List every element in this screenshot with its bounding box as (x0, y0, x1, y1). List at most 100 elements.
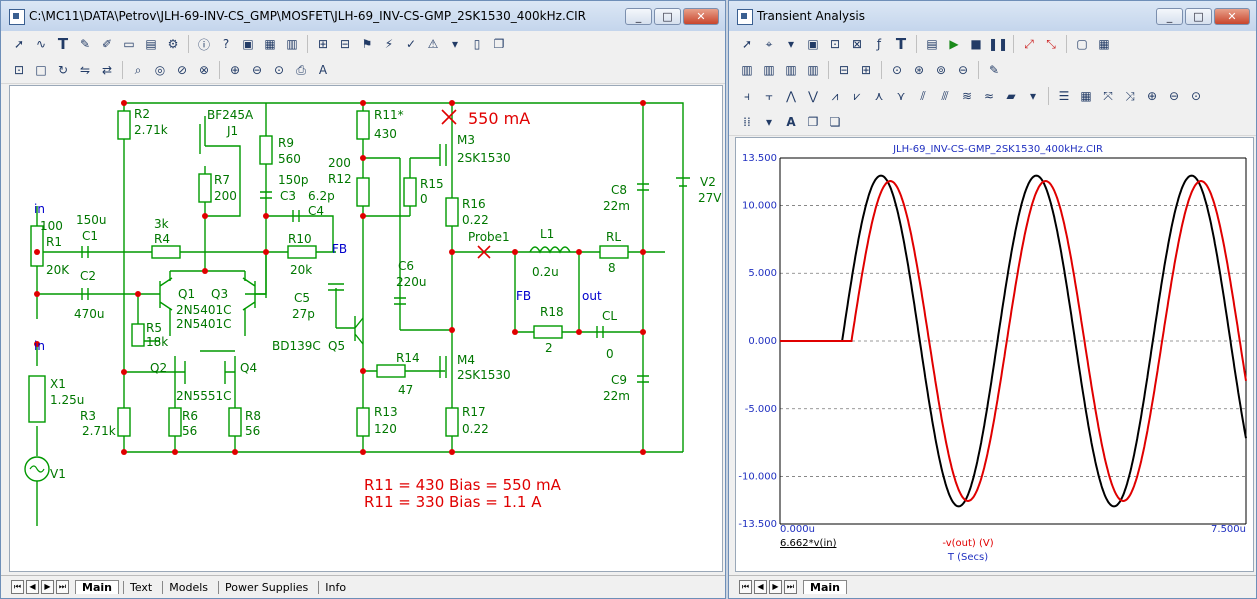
page-icon[interactable]: ▯ (473, 37, 481, 51)
table-icon-4[interactable]: ▥ (807, 63, 819, 77)
table-icon-2[interactable]: ▥ (763, 63, 775, 77)
schematic-canvas[interactable]: R2 2.71k BF245A J1 R7 200 R9 560 150p C3… (9, 85, 723, 572)
zoom-icon-1[interactable]: ⊙ (891, 63, 903, 77)
ruler-icon[interactable]: ▥ (286, 37, 298, 51)
fx-icon[interactable]: ƒ (876, 37, 882, 51)
next-page-button[interactable]: ▶ (41, 580, 54, 594)
trend-up-icon[interactable]: ⤢ (1024, 36, 1034, 51)
zoom-icon-3[interactable]: ⊚ (935, 63, 947, 77)
box-icon[interactable]: ▭ (123, 37, 135, 51)
tab-text[interactable]: Text (122, 580, 158, 594)
cursor-inflect-icon[interactable]: ⋎ (896, 89, 906, 103)
copy-icon[interactable]: ❐ (807, 115, 819, 129)
chevron-down-icon[interactable]: ▾ (765, 115, 773, 129)
minimize-button[interactable]: _ (625, 8, 652, 25)
font-icon[interactable]: A (318, 63, 328, 77)
pencil-icon[interactable]: ✎ (79, 37, 91, 51)
calendar-icon[interactable]: ▦ (1080, 89, 1092, 103)
cursor-next-icon[interactable]: ⫽ (920, 88, 926, 103)
frame-icon[interactable]: ▢ (1076, 37, 1088, 51)
next-page-button[interactable]: ▶ (769, 580, 782, 594)
chevron-down-icon[interactable]: ▾ (451, 37, 459, 51)
zoom-in-icon[interactable]: ⊕ (1146, 89, 1158, 103)
tab-models[interactable]: Models (162, 580, 214, 594)
cursor-valley-icon[interactable]: ⫟ (765, 88, 773, 103)
cursor-icon[interactable]: ⌖ (765, 36, 773, 51)
edit-icon[interactable]: ✎ (988, 63, 1000, 77)
lightning-icon[interactable]: ⚡ (384, 37, 394, 51)
warning-icon[interactable]: ⚠ (427, 37, 439, 51)
list-icon[interactable]: ☰ (1058, 89, 1070, 103)
analysis-window[interactable]: Transient Analysis _ □ ✕ ➚ ⌖ ▾ ▣ ⊡ ⊠ ƒ T… (728, 0, 1257, 599)
text-icon[interactable]: T (57, 35, 69, 53)
zoom-out-icon[interactable]: ⊖ (251, 63, 263, 77)
stop-icon[interactable]: ⊘ (176, 63, 188, 77)
brush-icon[interactable]: ✐ (101, 37, 113, 51)
pointer-icon[interactable]: ➚ (13, 37, 25, 51)
table-icon-1[interactable]: ▥ (741, 63, 753, 77)
scale-y-icon[interactable]: ⊠ (851, 37, 863, 51)
tab-power-supplies[interactable]: Power Supplies (218, 580, 314, 594)
cursor-low-icon[interactable]: ⋁ (808, 89, 818, 103)
close-button[interactable]: ✕ (1214, 8, 1250, 25)
zoom-fit-icon[interactable]: ⊙ (1190, 89, 1202, 103)
prev-page-button[interactable]: ◀ (26, 580, 39, 594)
minimize-button[interactable]: _ (1156, 8, 1183, 25)
schematic-titlebar[interactable]: C:\MC11\DATA\Petrov\JLH-69-INV-CS_GMP\MO… (1, 1, 725, 32)
flip-icon[interactable]: ⇋ (79, 63, 91, 77)
analysis-titlebar[interactable]: Transient Analysis _ □ ✕ (729, 1, 1256, 32)
run-icon[interactable]: ▶ (949, 37, 959, 51)
mirror-icon[interactable]: ⇄ (101, 63, 113, 77)
tab-main[interactable]: Main (75, 580, 119, 594)
paste-icon[interactable]: ❏ (829, 115, 841, 129)
tab-main[interactable]: Main (803, 580, 847, 594)
cursor-fill-icon[interactable]: ▰ (1006, 89, 1016, 103)
rotate-icon[interactable]: ↻ (57, 63, 69, 77)
cancel-icon[interactable]: ⊗ (198, 63, 210, 77)
text-icon[interactable]: T (895, 35, 907, 53)
cursor-wave2-icon[interactable]: ≈ (983, 89, 995, 103)
component-icon[interactable]: ⚙ (167, 37, 179, 51)
cursor-max-icon[interactable]: ⋏ (874, 89, 884, 103)
cursor-wave-icon[interactable]: ≋ (961, 89, 973, 103)
wire-icon[interactable]: ∿ (35, 37, 47, 51)
properties-icon[interactable]: ▤ (926, 37, 938, 51)
grid-dots-icon[interactable]: ⁞⁞ (743, 115, 751, 129)
cursor-slope-icon[interactable]: ⩘ (831, 88, 839, 103)
flag-icon[interactable]: ⚑ (361, 37, 373, 51)
grid-icon[interactable]: ▦ (264, 37, 276, 51)
pause-icon[interactable]: ❚❚ (987, 37, 1009, 51)
trend-down-icon[interactable]: ⤡ (1046, 36, 1056, 51)
copy-icon[interactable]: ❐ (493, 37, 505, 51)
pin-icon[interactable]: ⊟ (339, 37, 351, 51)
stop-icon[interactable]: ■ (970, 37, 982, 51)
zoom-out-icon[interactable]: ⊖ (1168, 89, 1180, 103)
chevron-down-icon[interactable]: ▾ (1029, 89, 1037, 103)
first-page-button[interactable]: ⏮ (739, 580, 752, 594)
zoom-fit-icon[interactable]: ⊙ (273, 63, 285, 77)
last-page-button[interactable]: ⏭ (784, 580, 797, 594)
info-icon[interactable]: ⓘ (197, 37, 210, 52)
zoom-icon-4[interactable]: ⊖ (957, 63, 969, 77)
fit-icon[interactable]: ⤧ (1103, 88, 1113, 103)
pointer-icon[interactable]: ➚ (741, 37, 753, 51)
fit2-icon[interactable]: ⤨ (1125, 88, 1135, 103)
square-icon[interactable]: □ (35, 63, 47, 77)
binoculars-icon[interactable]: ◎ (154, 63, 166, 77)
attribute-icon[interactable]: ▣ (242, 37, 254, 51)
schematic-window[interactable]: C:\MC11\DATA\Petrov\JLH-69-INV-CS_GMP\MO… (0, 0, 726, 599)
zoom-icon-2[interactable]: ⊛ (913, 63, 925, 77)
cursor-peak-icon[interactable]: ⫞ (743, 88, 750, 103)
maximize-button[interactable]: □ (1185, 8, 1212, 25)
zoom-in-icon[interactable]: ⊕ (229, 63, 241, 77)
first-page-button[interactable]: ⏮ (11, 580, 24, 594)
plot-canvas[interactable]: JLH-69_INV-CS-GMP_2SK1530_400kHz.CIR 13.… (735, 137, 1254, 572)
align-icon[interactable]: ⊡ (13, 63, 25, 77)
tab-info[interactable]: Info (318, 580, 352, 594)
cursor-min-icon[interactable]: ⩗ (853, 88, 861, 103)
cursor-prev-icon[interactable]: ⫻ (941, 88, 949, 103)
scale-x-icon[interactable]: ⊡ (829, 37, 841, 51)
maximize-button[interactable]: □ (654, 8, 681, 25)
table-icon-3[interactable]: ▥ (785, 63, 797, 77)
prev-page-button[interactable]: ◀ (754, 580, 767, 594)
